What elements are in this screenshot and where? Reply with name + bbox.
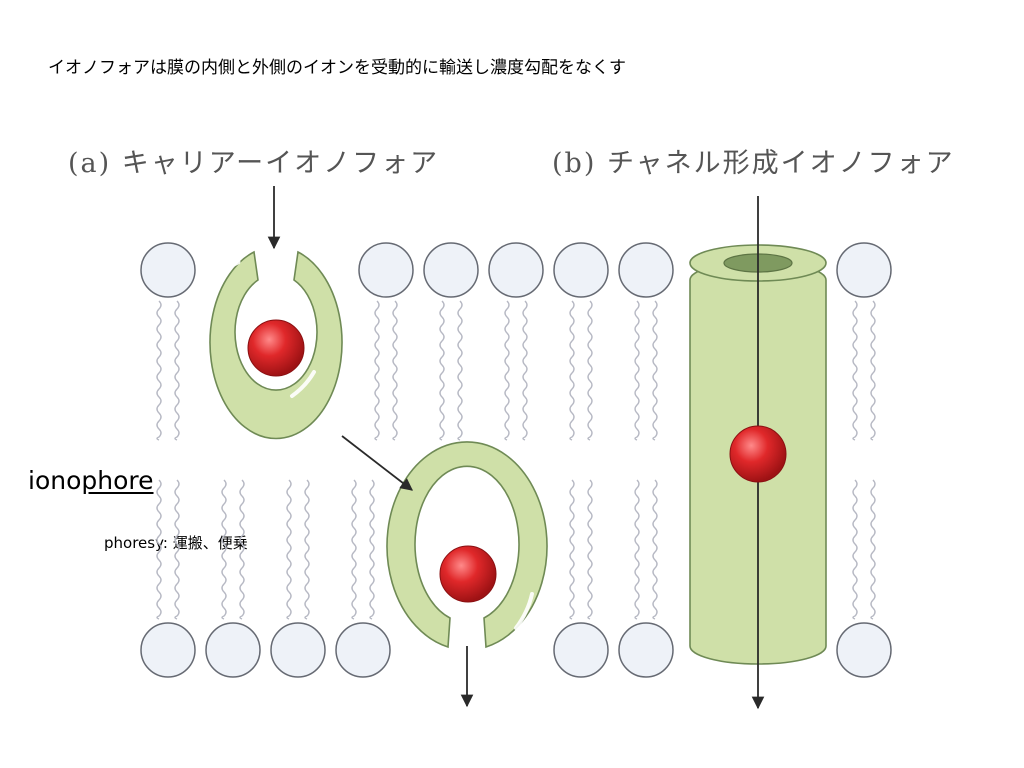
lipid-tails <box>156 300 876 620</box>
lipid-tail <box>569 300 575 441</box>
lipid-tail <box>587 300 593 441</box>
lipid-head <box>423 242 479 298</box>
lipid-tail <box>156 300 162 441</box>
lipid-head <box>140 622 196 678</box>
lipid-tail <box>852 300 858 441</box>
lipid-head <box>140 242 196 298</box>
lipid-tail <box>634 479 640 620</box>
lipid-head <box>488 242 544 298</box>
lipid-tail <box>587 479 593 620</box>
lipid-head <box>618 622 674 678</box>
lipid-heads <box>140 242 892 678</box>
lipid-tail <box>174 300 180 441</box>
lipid-head <box>618 242 674 298</box>
lipid-head <box>205 622 261 678</box>
panel-b-caption: チャネル形成イオノフォア <box>606 148 955 179</box>
lipid-tail <box>439 300 445 441</box>
panel-a-letter: (a) <box>68 148 112 179</box>
channel-ionophore <box>689 196 827 710</box>
lipid-tail <box>369 479 375 620</box>
panel-b-label: (b) チャネル形成イオノフォア <box>552 148 955 180</box>
lipid-tail <box>156 479 162 620</box>
ion-channel <box>729 425 787 483</box>
lipid-tail <box>351 479 357 620</box>
lipid-tail <box>652 300 658 441</box>
lipid-tail <box>569 479 575 620</box>
lipid-tail <box>870 479 876 620</box>
panel-a-caption: キャリアーイオノフォア <box>121 148 440 179</box>
lipid-head <box>270 622 326 678</box>
panel-b-letter: (b) <box>552 148 597 179</box>
slide-title: イオノフォアは膜の内側と外側のイオンを受動的に輸送し濃度勾配をなくす <box>48 58 626 78</box>
lipid-tail <box>374 300 380 441</box>
lipid-tail <box>522 300 528 441</box>
lipid-head <box>335 622 391 678</box>
lipid-tail <box>870 300 876 441</box>
lipid-head <box>836 242 892 298</box>
term-underlined-part: phore <box>81 466 154 495</box>
carrier-ionophore-lower <box>386 441 548 649</box>
lipid-tail <box>392 300 398 441</box>
lipid-tail <box>286 479 292 620</box>
lipid-tail <box>457 300 463 441</box>
lipid-tail <box>221 479 227 620</box>
lipid-tail <box>174 479 180 620</box>
lipid-head <box>553 242 609 298</box>
carrier-diffusion-arrow <box>341 435 413 491</box>
lipid-head <box>836 622 892 678</box>
lipid-tail <box>652 479 658 620</box>
lipid-head <box>358 242 414 298</box>
lipid-tail <box>504 300 510 441</box>
lipid-tail <box>852 479 858 620</box>
term-prefix: iono <box>28 466 82 495</box>
lipid-tail <box>634 300 640 441</box>
term-ionophore: ionophore <box>28 465 154 497</box>
panel-a-label: (a) キャリアーイオノフォア <box>68 148 439 180</box>
lipid-tail <box>239 479 245 620</box>
lipid-head <box>553 622 609 678</box>
ion-carrier-lower <box>439 545 497 603</box>
ion-carrier-upper <box>247 319 305 377</box>
carrier-ionophore-upper <box>204 250 343 440</box>
lipid-tail <box>304 479 310 620</box>
